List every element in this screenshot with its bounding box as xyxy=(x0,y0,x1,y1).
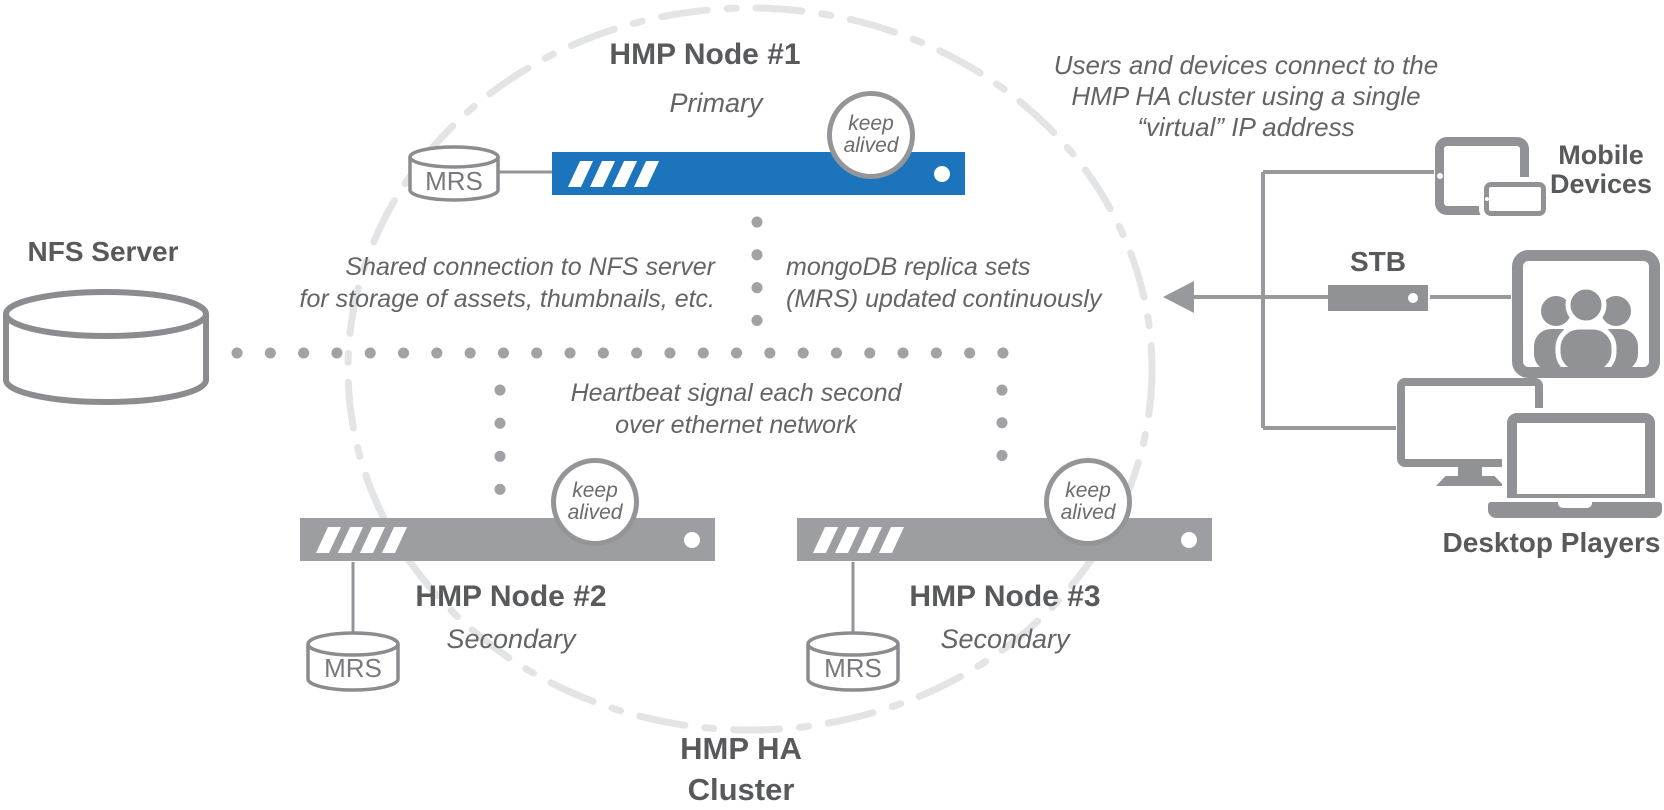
server-vent-icon xyxy=(567,160,594,187)
mrs3-label: MRS xyxy=(824,653,882,683)
nfs-shared-annotation: Shared connection to NFS server for stor… xyxy=(263,251,715,315)
cluster-caption-line1: HMP HA xyxy=(680,731,802,766)
node1-keepalived-badge: keep alived xyxy=(827,91,915,179)
heartbeat-line1: Heartbeat signal each second xyxy=(570,379,902,407)
virtual-ip-line2: HMP HA cluster using a single xyxy=(1071,81,1421,111)
laptop-notch xyxy=(1558,502,1592,508)
mrs1-label: MRS xyxy=(425,166,483,196)
server-vent-icon xyxy=(381,526,408,553)
node1-title: HMP Node #1 xyxy=(609,38,801,71)
node2-keepalived-badge: keep alived xyxy=(551,458,639,546)
server-vent-icon xyxy=(878,526,905,553)
audience-silhouettes xyxy=(1534,284,1638,367)
server-vent-icon xyxy=(589,160,616,187)
server-vent-icon xyxy=(812,526,839,553)
mongo-line1: mongoDB replica sets xyxy=(786,253,1031,281)
heartbeat-line2: over ethernet network xyxy=(615,411,857,439)
heartbeat-annotation: Heartbeat signal each second over ethern… xyxy=(486,377,986,441)
nfs-shared-line1: Shared connection to NFS server xyxy=(345,253,715,281)
cluster-caption: HMP HA Cluster xyxy=(591,728,891,810)
server-vent-icon xyxy=(834,526,861,553)
server-vent-icon xyxy=(337,526,364,553)
nfs-shared-line2: for storage of assets, thumbnails, etc. xyxy=(299,285,715,313)
virtual-ip-annotation: Users and devices connect to the HMP HA … xyxy=(1020,50,1472,143)
mobile-devices-label: Mobile Devices xyxy=(1538,141,1664,199)
node2-role: Secondary xyxy=(446,624,576,654)
mobile-devices-line1: Mobile xyxy=(1558,140,1644,170)
server-vent-icon xyxy=(611,160,638,187)
keepalived-label-line2: alived xyxy=(843,134,899,157)
server-vent-icon xyxy=(633,160,660,187)
laptop-screen-icon xyxy=(1507,413,1655,504)
node3-server-bar xyxy=(797,518,1212,561)
mrs2-label: MRS xyxy=(324,653,382,683)
tv-audience-icon xyxy=(1512,250,1660,378)
virtual-ip-line3: “virtual” IP address xyxy=(1137,112,1355,142)
server-power-led-icon xyxy=(934,165,950,182)
stb-led-dot xyxy=(1408,293,1418,303)
set-top-box-icon xyxy=(1328,285,1428,311)
server-vent-icon xyxy=(856,526,883,553)
keepalived-label-line1: keep xyxy=(572,479,618,502)
nfs-database-cylinder-icon xyxy=(2,289,209,405)
node2-server-bar xyxy=(300,518,715,561)
virtual-ip-line1: Users and devices connect to the xyxy=(1053,50,1439,80)
phone-icon xyxy=(1484,182,1546,216)
phone-camera-dot xyxy=(1485,197,1489,201)
monitor-stand-neck xyxy=(1458,465,1482,478)
server-power-led-icon xyxy=(1181,531,1197,548)
keepalived-label-line1: keep xyxy=(1065,479,1111,502)
mobile-devices-line2: Devices xyxy=(1549,169,1653,199)
cluster-caption-line2: Cluster xyxy=(687,772,795,807)
server-power-led-icon xyxy=(684,531,700,548)
node3-title: HMP Node #3 xyxy=(909,580,1101,613)
node2-title: HMP Node #2 xyxy=(415,580,607,613)
monitor-stand-base xyxy=(1436,476,1504,486)
server-vent-icon xyxy=(359,526,386,553)
node3-keepalived-badge: keep alived xyxy=(1044,458,1132,546)
desktop-players-label: Desktop Players xyxy=(1442,527,1661,558)
node1-role: Primary xyxy=(669,88,763,118)
node3-role: Secondary xyxy=(940,624,1070,654)
keepalived-label-line2: alived xyxy=(1060,501,1116,524)
server-vent-icon xyxy=(315,526,342,553)
mongo-line2: (MRS) updated continuously xyxy=(786,285,1102,313)
laptop-base-icon xyxy=(1488,502,1662,518)
nfs-server-label: NFS Server xyxy=(27,236,179,267)
keepalived-label-line2: alived xyxy=(567,501,623,524)
mongo-annotation: mongoDB replica sets (MRS) updated conti… xyxy=(786,251,1206,315)
stb-label: STB xyxy=(1350,246,1406,277)
tablet-camera-dot xyxy=(1437,173,1443,179)
keepalived-label-line1: keep xyxy=(848,112,894,135)
